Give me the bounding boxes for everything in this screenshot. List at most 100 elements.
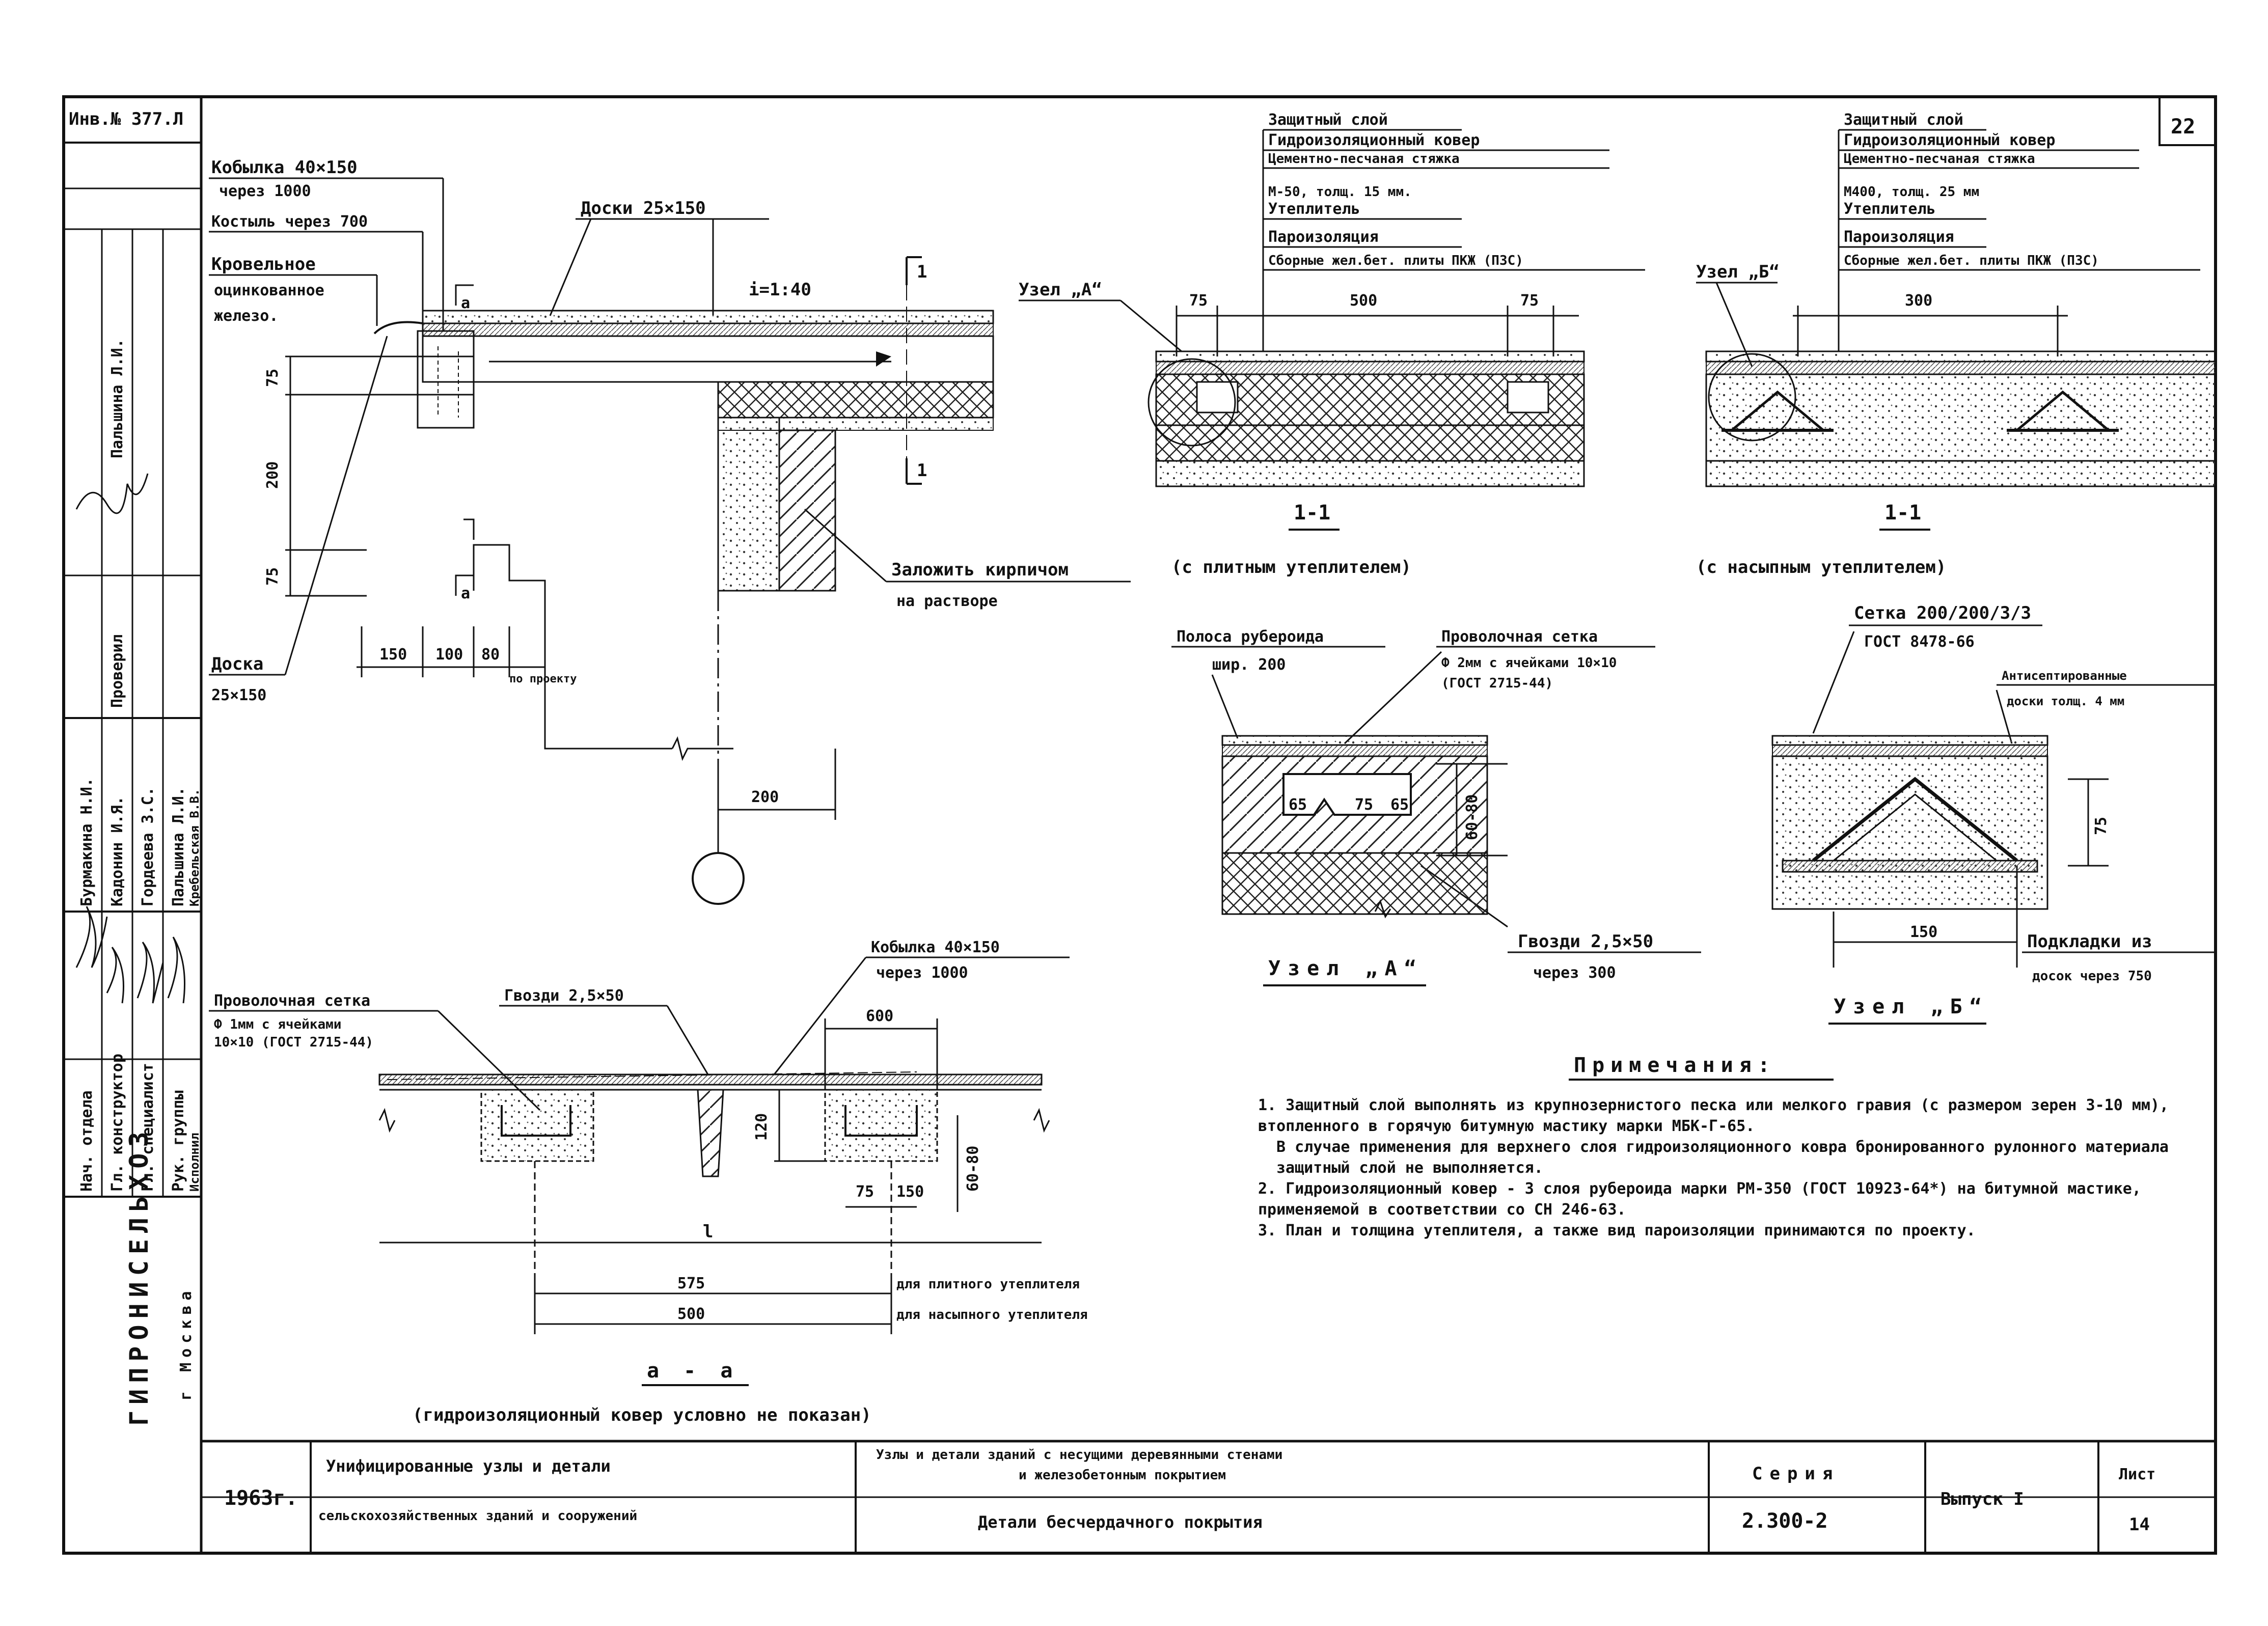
node-b-board-2: доски толщ. 4 мм	[2007, 694, 2124, 708]
node-a-dim-65a: 65	[1289, 796, 1307, 814]
title-mid-1: Узлы и детали зданий с несущими деревянн…	[876, 1447, 1282, 1463]
node-a-ruberoid-2: шир. 200	[1212, 656, 1286, 674]
sheet-number: 14	[2129, 1514, 2150, 1535]
sec11r-layer-3: Цементно-песчаная стяжка	[1844, 151, 2035, 167]
node-a-dim-60-80: 60-80	[1463, 794, 1481, 840]
sidebar-checked: Проверил	[108, 635, 126, 708]
sec11r-caption: (с насыпным утеплителем)	[1696, 557, 1946, 577]
node-a-mesh-2: Ф 2мм с ячейками 10×10	[1441, 655, 1617, 671]
aa-dim-120: 120	[753, 1113, 771, 1141]
aa-l1-value: 575	[677, 1275, 705, 1292]
title-mid-3: Детали бесчердачного покрытия	[978, 1512, 1263, 1532]
sec11r-layer-6: Пароизоляция	[1844, 228, 1954, 246]
sec11r-layer-7: Сборные жел.бет. плиты ПКЖ (ПЗС)	[1844, 253, 2099, 268]
aa-title: а - а	[647, 1359, 739, 1383]
issue: Выпуск I	[1941, 1489, 2024, 1509]
node-a-mesh-1: Проволочная сетка	[1441, 628, 1598, 646]
sheet-label: Лист	[2119, 1466, 2155, 1483]
node-a-mesh-3: (ГОСТ 2715-44)	[1441, 676, 1553, 691]
sec11r-layer-5: Утеплитель	[1844, 200, 1936, 218]
dim-150: 150	[379, 646, 407, 664]
node-b-dim-150: 150	[1910, 923, 1937, 941]
aa-dim-75: 75	[856, 1183, 874, 1201]
node-a-title: Узел „А“	[1268, 957, 1424, 980]
aa-mesh-2: Ф 1мм с ячейками	[214, 1017, 341, 1032]
aa-kobylka-1: Кобылка 40×150	[871, 939, 1000, 956]
sec11r-layer-1: Защитный слой	[1844, 111, 1963, 129]
dim-75-a: 75	[264, 369, 282, 387]
year: 1963г.	[224, 1486, 298, 1510]
archive-number: Инв.№ 377.Л	[69, 109, 183, 129]
section-1-1-loose: Защитный слой Гидроизоляционный ковер Це…	[1696, 111, 2217, 577]
main-roof-detail: Кобылка 40×150 через 1000 Костыль через …	[209, 157, 1131, 905]
label-slope: i=1:40	[749, 280, 811, 300]
sidebar-role-1: Нач. отдела	[78, 1090, 96, 1192]
title-block: 1963г. Унифицированные узлы и детали сел…	[224, 115, 2195, 1535]
label-boards: Доски 25×150	[581, 198, 706, 218]
node-b-mesh-2: ГОСТ 8478-66	[1864, 633, 1975, 651]
org-city: г Москва	[177, 1286, 195, 1401]
page-number: 22	[2171, 115, 2195, 139]
node-a-detail: Полоса рубероида шир. 200 Проволочная се…	[1171, 628, 1701, 986]
title-mid-2: и железобетонным покрытием	[1019, 1468, 1226, 1483]
sidebar-role-4: Рук. группы	[170, 1090, 187, 1192]
sidebar-name-2: Кадонин И.Я.	[108, 796, 126, 906]
aa-l1-label: для плитного утеплителя	[896, 1277, 1080, 1292]
aa-l2-label: для насыпного утеплителя	[896, 1307, 1088, 1322]
sidebar-role-2: Гл. конструктор	[108, 1054, 126, 1192]
aa-dim-60-80: 60-80	[964, 1146, 982, 1192]
node-b-detail: Сетка 200/200/3/3 ГОСТ 8478-66 Антисепти…	[1771, 603, 2216, 1025]
aa-l2-value: 500	[677, 1305, 705, 1323]
sec11r-section-label: 1-1	[1884, 501, 1921, 525]
sec11r-dim-300: 300	[1905, 292, 1932, 310]
node-mark-a-bottom: а	[461, 585, 470, 602]
aa-kobylka-2: через 1000	[876, 964, 968, 982]
node-b-dim-75: 75	[2092, 817, 2110, 835]
notes: Примечания: 1. Защитный слой выполнять и…	[1258, 1054, 2169, 1239]
section-mark-bottom: 1	[917, 460, 927, 481]
label-roof-iron-1: Кровельное	[211, 254, 316, 274]
node-b-support-1: Подкладки из	[2027, 931, 2152, 952]
label-kobylka-step: через 1000	[219, 182, 311, 200]
aa-dim-150: 150	[896, 1183, 924, 1201]
sec11l-dim-75b: 75	[1520, 292, 1539, 310]
label-roof-iron-3: железо.	[214, 307, 278, 325]
dim-75-b: 75	[264, 567, 282, 586]
label-by-design: по проекту	[509, 673, 577, 685]
sidebar-role-3: Гл. специалист	[139, 1063, 157, 1192]
sec11r-layer-4: М400, толщ. 25 мм	[1844, 184, 1979, 200]
note-item-2: 2. Гидроизоляционный ковер - 3 слоя рубе…	[1258, 1180, 2141, 1219]
sidebar-name-3: Гордеева З.С.	[139, 787, 157, 906]
section-a-a: Проволочная сетка Ф 1мм с ячейками 10×10…	[209, 939, 1088, 1425]
series-label: Серия	[1752, 1464, 1840, 1484]
section-1-1-plate: Защитный слой Гидроизоляционный ковер Це…	[1019, 111, 1645, 577]
section-mark-top: 1	[917, 262, 927, 282]
title-left-1: Унифицированные узлы и детали	[326, 1456, 611, 1476]
sec11l-node-label: Узел „А“	[1019, 280, 1102, 300]
node-b-title: Узел „Б“	[1834, 995, 1989, 1018]
dim-200-b: 200	[751, 788, 779, 806]
node-a-dim-75: 75	[1355, 796, 1373, 814]
note-item-1: 1. Защитный слой выполнять из крупнозерн…	[1258, 1096, 2169, 1135]
node-a-ruberoid-1: Полоса рубероида	[1177, 628, 1324, 646]
sec11l-section-label: 1-1	[1294, 501, 1330, 525]
title-left-2: сельскохозяйственных зданий и сооружений	[318, 1508, 637, 1524]
label-board-low-1: Доска	[211, 654, 263, 674]
sec11l-dim-75a: 75	[1189, 292, 1208, 310]
sidebar-name-4: Пальшина Л.И.	[170, 787, 187, 906]
sec11l-layer-4: М-50, толщ. 15 мм.	[1268, 184, 1412, 200]
sec11l-layer-5: Утеплитель	[1268, 200, 1360, 218]
sidebar-role-5: Исполнил	[187, 1133, 202, 1192]
dim-100: 100	[435, 646, 463, 664]
sheet-frame	[62, 95, 2217, 1555]
sec11l-dim-500: 500	[1350, 292, 1377, 310]
label-board-low-2: 25×150	[211, 686, 266, 704]
aa-dim-l: l	[703, 1222, 713, 1242]
left-sidebar: Инв.№ 377.Л Пальшина Л.И. Проверил Бурма…	[69, 109, 202, 1426]
sec11r-node-label: Узел „Б“	[1696, 262, 1780, 282]
aa-dim-600: 600	[866, 1007, 893, 1025]
sec11r-layer-2: Гидроизоляционный ковер	[1844, 131, 2055, 149]
label-kostyl: Костыль через 700	[211, 213, 368, 231]
sec11l-layer-6: Пароизоляция	[1268, 228, 1379, 246]
